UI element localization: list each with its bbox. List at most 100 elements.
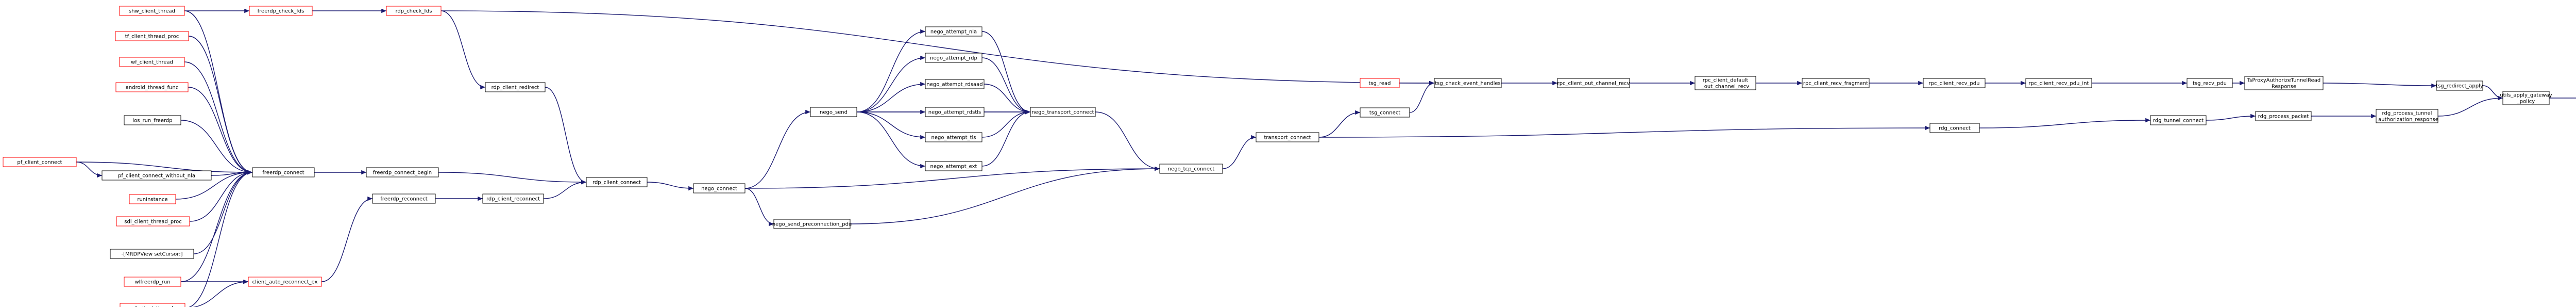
node-nego-attempt-ext[interactable]: nego_attempt_ext bbox=[925, 161, 982, 171]
node-box-rdp-client-connect[interactable] bbox=[586, 177, 648, 187]
node-client-auto-reconnect-ex[interactable]: client_auto_reconnect_ex bbox=[248, 277, 322, 287]
node-transport-connect[interactable]: transport_connect bbox=[1256, 132, 1319, 142]
node-nego-attempt-tls[interactable]: nego_attempt_tls bbox=[925, 132, 982, 142]
node-pf-client-connect-without-nla[interactable]: pf_client_connect_without_nla bbox=[101, 170, 212, 181]
node-mrdpview[interactable]: -[MRDPView setCursor:] bbox=[110, 249, 194, 259]
node-rdg-connect[interactable]: rdg_connect bbox=[1929, 123, 1980, 133]
node-nego-transport-connect[interactable]: nego_transport_connect bbox=[1030, 107, 1096, 117]
node-box-freerdp-connect-begin[interactable] bbox=[366, 167, 439, 177]
node-xf-client-thread[interactable]: xf_client_thread bbox=[120, 303, 185, 307]
node-rdp-check-fds[interactable]: rdp_check_fds bbox=[386, 6, 442, 16]
node-box-tsg-recv-pdu[interactable] bbox=[2187, 78, 2233, 88]
node-box-mrdpview[interactable] bbox=[110, 249, 194, 259]
node-rpc-client-recv-pdu-int[interactable]: rpc_client_recv_pdu_int bbox=[2025, 78, 2092, 88]
node-box-freerdp-reconnect[interactable] bbox=[372, 193, 436, 204]
node-box-tsg-read[interactable] bbox=[1360, 78, 1400, 88]
node-box-runinstance[interactable] bbox=[129, 194, 176, 204]
node-box-nego-connect[interactable] bbox=[693, 183, 745, 193]
node-box-tsproxy[interactable] bbox=[2244, 76, 2324, 90]
node-box-nego-tcp-connect[interactable] bbox=[1159, 164, 1223, 174]
node-box-sdl-client-thread-proc[interactable] bbox=[116, 216, 190, 227]
node-freerdp-connect[interactable]: freerdp_connect bbox=[252, 167, 315, 177]
node-pf-client-connect[interactable]: pf_client_connect bbox=[3, 157, 77, 167]
node-shw-client-thread[interactable]: shw_client_thread bbox=[119, 6, 185, 16]
node-box-rdp-client-redirect[interactable] bbox=[485, 82, 546, 92]
node-box-transport-connect[interactable] bbox=[1256, 132, 1319, 142]
node-nego-attempt-rdp[interactable]: nego_attempt_rdp bbox=[925, 53, 982, 63]
node-box-rdp-check-fds[interactable] bbox=[386, 6, 442, 16]
node-tf-client-thread-proc[interactable]: tf_client_thread_proc bbox=[115, 31, 189, 41]
node-tsg-redirect-apply[interactable]: tsg_redirect_apply bbox=[2436, 80, 2483, 91]
node-rdg-process-tunnel[interactable]: rdg_process_tunnel_authorization_respons… bbox=[2375, 109, 2438, 123]
node-freerdp-connect-begin[interactable]: freerdp_connect_begin bbox=[366, 167, 439, 177]
node-box-rpc-client-default[interactable] bbox=[1694, 76, 1756, 90]
call-edge-tsg-connect-to-tsg-check-event-handles bbox=[1409, 80, 1435, 113]
node-box-rdg-tunnel-connect[interactable] bbox=[2150, 115, 2207, 125]
node-runinstance[interactable]: runInstance bbox=[129, 194, 176, 204]
node-nego-attempt-nla[interactable]: nego_attempt_nla bbox=[925, 26, 982, 37]
node-rpc-client-recv-pdu[interactable]: rpc_client_recv_pdu bbox=[1923, 78, 1986, 88]
node-box-nego-attempt-tls[interactable] bbox=[925, 132, 982, 142]
node-box-rdp-client-reconnect[interactable] bbox=[482, 193, 544, 204]
node-rdg-process-packet[interactable]: rdg_process_packet bbox=[2255, 111, 2312, 121]
node-nego-attempt-rdstls[interactable]: nego_attempt_rdstls bbox=[925, 107, 985, 117]
node-box-xf-client-thread[interactable] bbox=[120, 303, 185, 307]
node-nego-send[interactable]: nego_send bbox=[810, 107, 857, 117]
node-box-android-thread-func[interactable] bbox=[115, 82, 189, 92]
node-freerdp-reconnect[interactable]: freerdp_reconnect bbox=[372, 193, 436, 204]
node-box-nego-send-preconnection-pdu[interactable] bbox=[773, 219, 851, 229]
node-box-shw-client-thread[interactable] bbox=[119, 6, 185, 16]
node-rdp-client-connect[interactable]: rdp_client_connect bbox=[586, 177, 648, 187]
node-box-pf-client-connect-without-nla[interactable] bbox=[101, 170, 212, 181]
node-box-tsg-check-event-handles[interactable] bbox=[1434, 78, 1502, 88]
node-box-rpc-client-recv-fragment[interactable] bbox=[1802, 78, 1870, 88]
node-rpc-client-default[interactable]: rpc_client_default_out_channel_recv bbox=[1694, 76, 1756, 90]
node-box-client-auto-reconnect-ex[interactable] bbox=[248, 277, 322, 287]
node-rdp-client-redirect[interactable]: rdp_client_redirect bbox=[485, 82, 546, 92]
node-wlfreerdp-run[interactable]: wlfreerdp_run bbox=[124, 277, 181, 287]
node-nego-connect[interactable]: nego_connect bbox=[693, 183, 745, 193]
node-rdp-client-reconnect[interactable]: rdp_client_reconnect bbox=[482, 193, 544, 204]
node-android-thread-func[interactable]: android_thread_func bbox=[115, 82, 189, 92]
node-box-rpc-client-out-channel-recv[interactable] bbox=[1557, 78, 1630, 88]
node-tsg-connect[interactable]: tsg_connect bbox=[1360, 107, 1410, 118]
node-box-rdg-process-tunnel[interactable] bbox=[2376, 109, 2438, 123]
node-box-tsg-redirect-apply[interactable] bbox=[2436, 80, 2483, 91]
node-box-nego-transport-connect[interactable] bbox=[1030, 107, 1096, 117]
node-box-rdg-process-packet[interactable] bbox=[2255, 111, 2312, 121]
node-box-freerdp-check-fds[interactable] bbox=[249, 6, 313, 16]
node-sdl-client-thread-proc[interactable]: sdl_client_thread_proc bbox=[116, 216, 190, 227]
node-box-tf-client-thread-proc[interactable] bbox=[115, 31, 189, 41]
node-ios-run-freerdp[interactable]: ios_run_freerdp bbox=[124, 115, 181, 125]
node-utils-apply-gateway[interactable]: utils_apply_gateway_policy bbox=[2500, 91, 2552, 105]
node-box-pf-client-connect[interactable] bbox=[3, 157, 77, 167]
node-wf-client-thread[interactable]: wf_client_thread bbox=[119, 57, 185, 67]
node-box-utils-apply-gateway[interactable] bbox=[2502, 91, 2550, 105]
node-box-nego-attempt-ext[interactable] bbox=[925, 161, 982, 171]
node-tsg-recv-pdu[interactable]: tsg_recv_pdu bbox=[2187, 78, 2233, 88]
node-rpc-client-out-channel-recv[interactable]: rpc_client_out_channel_recv bbox=[1557, 78, 1630, 88]
node-box-wlfreerdp-run[interactable] bbox=[124, 277, 181, 287]
node-rpc-client-recv-fragment[interactable]: rpc_client_recv_fragment bbox=[1802, 78, 1870, 88]
node-box-nego-send[interactable] bbox=[810, 107, 857, 117]
node-nego-send-preconnection-pdu[interactable]: nego_send_preconnection_pdu bbox=[772, 219, 852, 229]
node-box-tsg-connect[interactable] bbox=[1360, 107, 1410, 118]
node-box-nego-attempt-rdp[interactable] bbox=[925, 53, 982, 63]
node-box-nego-attempt-nla[interactable] bbox=[925, 26, 982, 37]
node-box-rpc-client-recv-pdu[interactable] bbox=[1923, 78, 1986, 88]
node-box-freerdp-connect[interactable] bbox=[252, 167, 315, 177]
call-edge-rdp-check-fds-to-rdp-client-redirect bbox=[440, 10, 486, 90]
node-box-rdg-connect[interactable] bbox=[1929, 123, 1980, 133]
node-rdg-tunnel-connect[interactable]: rdg_tunnel_connect bbox=[2150, 115, 2207, 125]
node-box-ios-run-freerdp[interactable] bbox=[124, 115, 181, 125]
node-box-nego-attempt-rdsaad[interactable] bbox=[925, 79, 985, 89]
node-tsg-read[interactable]: tsg_read bbox=[1360, 78, 1400, 88]
node-tsg-check-event-handles[interactable]: tsg_check_event_handles bbox=[1434, 78, 1502, 88]
node-box-wf-client-thread[interactable] bbox=[119, 57, 185, 67]
node-freerdp-check-fds[interactable]: freerdp_check_fds bbox=[249, 6, 313, 16]
node-nego-tcp-connect[interactable]: nego_tcp_connect bbox=[1159, 164, 1223, 174]
node-box-rpc-client-recv-pdu-int[interactable] bbox=[2025, 78, 2092, 88]
node-box-nego-attempt-rdstls[interactable] bbox=[925, 107, 985, 117]
node-nego-attempt-rdsaad[interactable]: nego_attempt_rdsaad bbox=[925, 79, 985, 89]
